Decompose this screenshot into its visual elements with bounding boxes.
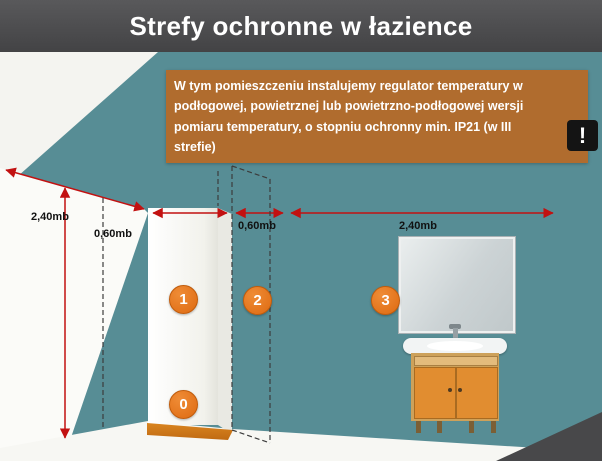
- vanity-leg: [416, 421, 421, 433]
- info-text-line: W tym pomieszczeniu instalujemy regulato…: [174, 79, 523, 93]
- vanity-leg: [469, 421, 474, 433]
- zone-marker-3: 3: [371, 286, 400, 315]
- vanity-leg: [437, 421, 442, 433]
- info-text-line: pomiaru temperatury, o stopniu ochronny …: [174, 119, 512, 134]
- zone-marker-1: 1: [169, 285, 198, 314]
- shower-front-panel: [148, 208, 218, 425]
- mirror: [399, 237, 515, 333]
- info-box: W tym pomieszczeniu instalujemy regulato…: [166, 70, 588, 163]
- dimension-label-zone3-width: 2,40mb: [399, 220, 437, 232]
- dimension-label-zone2-width: 0,60mb: [238, 220, 276, 232]
- vanity-leg: [491, 421, 496, 433]
- shower-side-panel: [218, 208, 232, 434]
- door-handle-left: [448, 388, 452, 392]
- cabinet-door-right: [456, 367, 498, 419]
- info-text-line: strefie): [174, 139, 216, 154]
- sink-bowl: [427, 341, 483, 351]
- warning-icon: !: [567, 120, 598, 151]
- vanity-drawer: [414, 356, 498, 366]
- dimension-label-wall-height: 2,40mb: [31, 211, 69, 223]
- zone-marker-2: 2: [243, 286, 272, 315]
- info-text-line: podłogowej, powietrznej lub powietrzno-p…: [174, 99, 524, 114]
- header-bar: Strefy ochronne w łazience: [0, 0, 602, 52]
- dimension-label-wall-depth: 0,60mb: [94, 228, 132, 240]
- door-handle-right: [458, 388, 462, 392]
- zone2-top-dashed: [231, 165, 271, 180]
- page-title: Strefy ochronne w łazience: [129, 10, 473, 41]
- faucet-stem: [453, 328, 458, 340]
- cabinet-door-left: [414, 367, 456, 419]
- zone-marker-0: 0: [169, 390, 198, 419]
- faucet-icon: [449, 324, 461, 329]
